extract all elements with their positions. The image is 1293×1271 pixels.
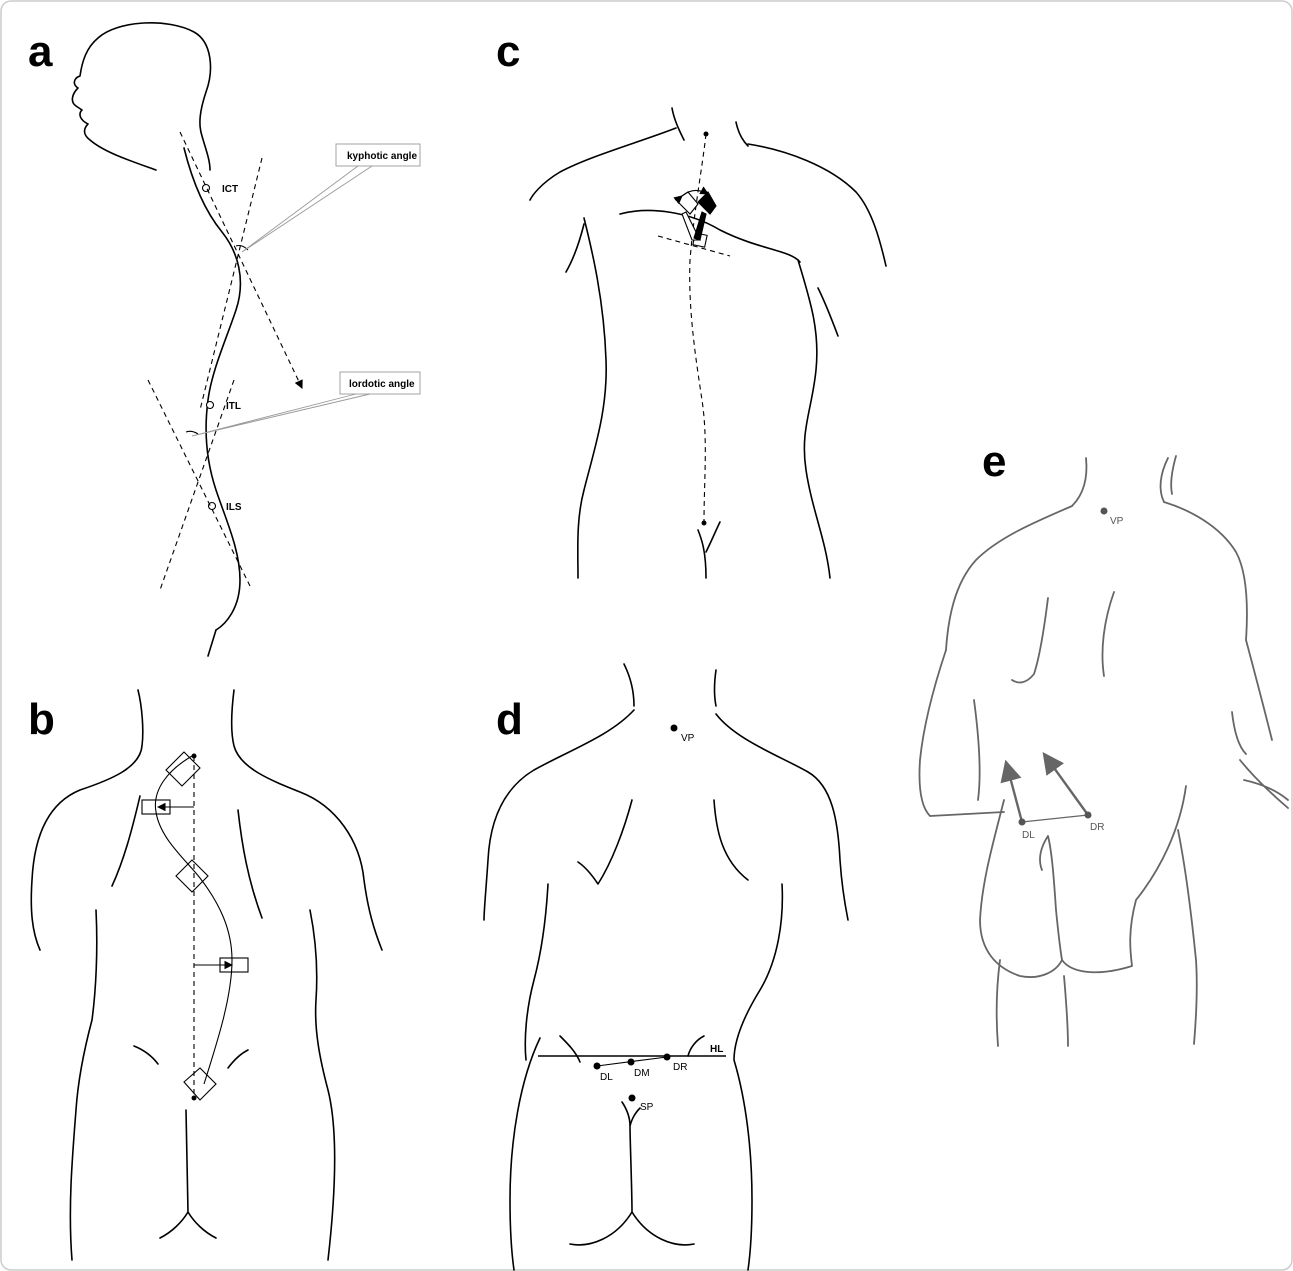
torso-right-e	[1062, 786, 1197, 1044]
left-waist-mark	[134, 1046, 158, 1064]
neck-left-d	[624, 664, 634, 706]
sp-dot-d	[629, 1095, 636, 1102]
right-shoulder-e	[1164, 502, 1247, 640]
right-torso-d	[734, 884, 782, 1270]
panel-e: e VP DL DR	[919, 437, 1288, 1046]
waist-left-d	[560, 1036, 580, 1062]
panel-c: c	[496, 27, 886, 578]
panel-d: d HL VP DL DM DR SP	[484, 664, 848, 1270]
left-shoulder-e	[946, 506, 1072, 650]
dm-dot-d	[628, 1059, 635, 1066]
right-torso-outline	[798, 260, 830, 578]
vp-label-e: VP	[1110, 516, 1124, 527]
scan-end-dot	[702, 521, 707, 526]
panel-e-letter: e	[982, 437, 1006, 486]
scapula-line	[620, 211, 800, 262]
gluteal-cleft	[160, 1110, 216, 1238]
vp-dot-d	[671, 725, 678, 732]
lower-body-outline	[208, 630, 216, 656]
ils-label: ILS	[226, 502, 242, 513]
panel-d-letter: d	[496, 695, 523, 744]
kyphotic-tangent-upper	[180, 132, 302, 388]
dr-label-d: DR	[673, 1062, 687, 1073]
right-waist-mark	[228, 1050, 248, 1068]
waist-right-d	[688, 1036, 704, 1056]
gluteal-cleft-e	[1040, 836, 1068, 1046]
head-profile-outline	[72, 23, 210, 170]
sensor-marker-3	[176, 860, 208, 892]
panel-b: b	[28, 690, 382, 1260]
lordotic-callout-text: lordotic angle	[349, 379, 415, 390]
left-body-outline	[31, 690, 143, 1260]
right-body-outline	[232, 690, 382, 1260]
left-arm-e	[919, 650, 1004, 816]
kyphotic-tangent-lower	[200, 158, 262, 410]
left-shoulder-outline	[530, 128, 676, 200]
ict-label: ICT	[222, 184, 238, 195]
sp-label-d: SP	[640, 1102, 654, 1113]
itl-label: ITL	[226, 401, 241, 412]
vp-label-d: VP	[681, 733, 695, 744]
right-arm-e	[1232, 640, 1288, 808]
panel-b-letter: b	[28, 695, 55, 744]
dl-dot-e	[1019, 819, 1026, 826]
back-spine-curve	[184, 148, 240, 630]
kyphotic-callout-text: kyphotic angle	[347, 151, 417, 162]
dr-label-e: DR	[1090, 822, 1104, 833]
left-scapula	[112, 796, 140, 886]
left-scapula-e	[1012, 598, 1048, 682]
dl-label-e: DL	[1022, 830, 1035, 841]
scan-start-dot	[704, 132, 709, 137]
sensor-marker-5	[184, 1068, 216, 1100]
right-arm-inner	[818, 288, 838, 336]
right-scapula-d	[714, 800, 748, 880]
right-scapula-e	[1102, 592, 1114, 676]
neck-right-outline	[736, 122, 748, 146]
lordotic-callout-pointer	[192, 394, 370, 436]
vp-dot-e	[1101, 508, 1108, 515]
itl-marker	[207, 402, 214, 409]
gluteal-cleft-d	[570, 1102, 694, 1245]
right-scapula	[238, 810, 262, 918]
torso-left-e	[980, 800, 1062, 1046]
panel-a: a ICT ITL ILS kyphotic angle lordotic an…	[28, 23, 420, 656]
hl-label: HL	[710, 1044, 723, 1055]
neck-left-e	[1072, 458, 1086, 506]
dimple-connector-e	[1022, 815, 1088, 822]
left-torso-outline	[578, 218, 606, 578]
plumb-bottom-dot	[192, 1096, 197, 1101]
left-scapula-d	[578, 800, 632, 884]
neck-right-d	[715, 670, 717, 706]
panel-a-letter: a	[28, 27, 53, 76]
kyphotic-callout-pointer	[242, 166, 372, 252]
panel-c-letter: c	[496, 27, 520, 76]
dm-label-d: DM	[634, 1068, 650, 1079]
dr-direction-arrow	[1044, 754, 1088, 815]
lordotic-tangent-lower	[160, 380, 234, 590]
dl-dot-d	[594, 1063, 601, 1070]
left-arm-inner	[566, 224, 584, 272]
neck-left-outline	[672, 108, 684, 140]
dr-dot-d	[664, 1054, 671, 1061]
dl-label-d: DL	[600, 1072, 613, 1083]
gluteal-cleft-c	[698, 522, 720, 578]
dl-direction-arrow	[1006, 762, 1022, 822]
lordotic-angle-arc	[186, 431, 198, 434]
neck-right-e	[1161, 456, 1176, 502]
dr-dot-e	[1085, 812, 1092, 819]
left-torso-d	[510, 884, 548, 1270]
plumb-top-dot	[192, 754, 197, 759]
